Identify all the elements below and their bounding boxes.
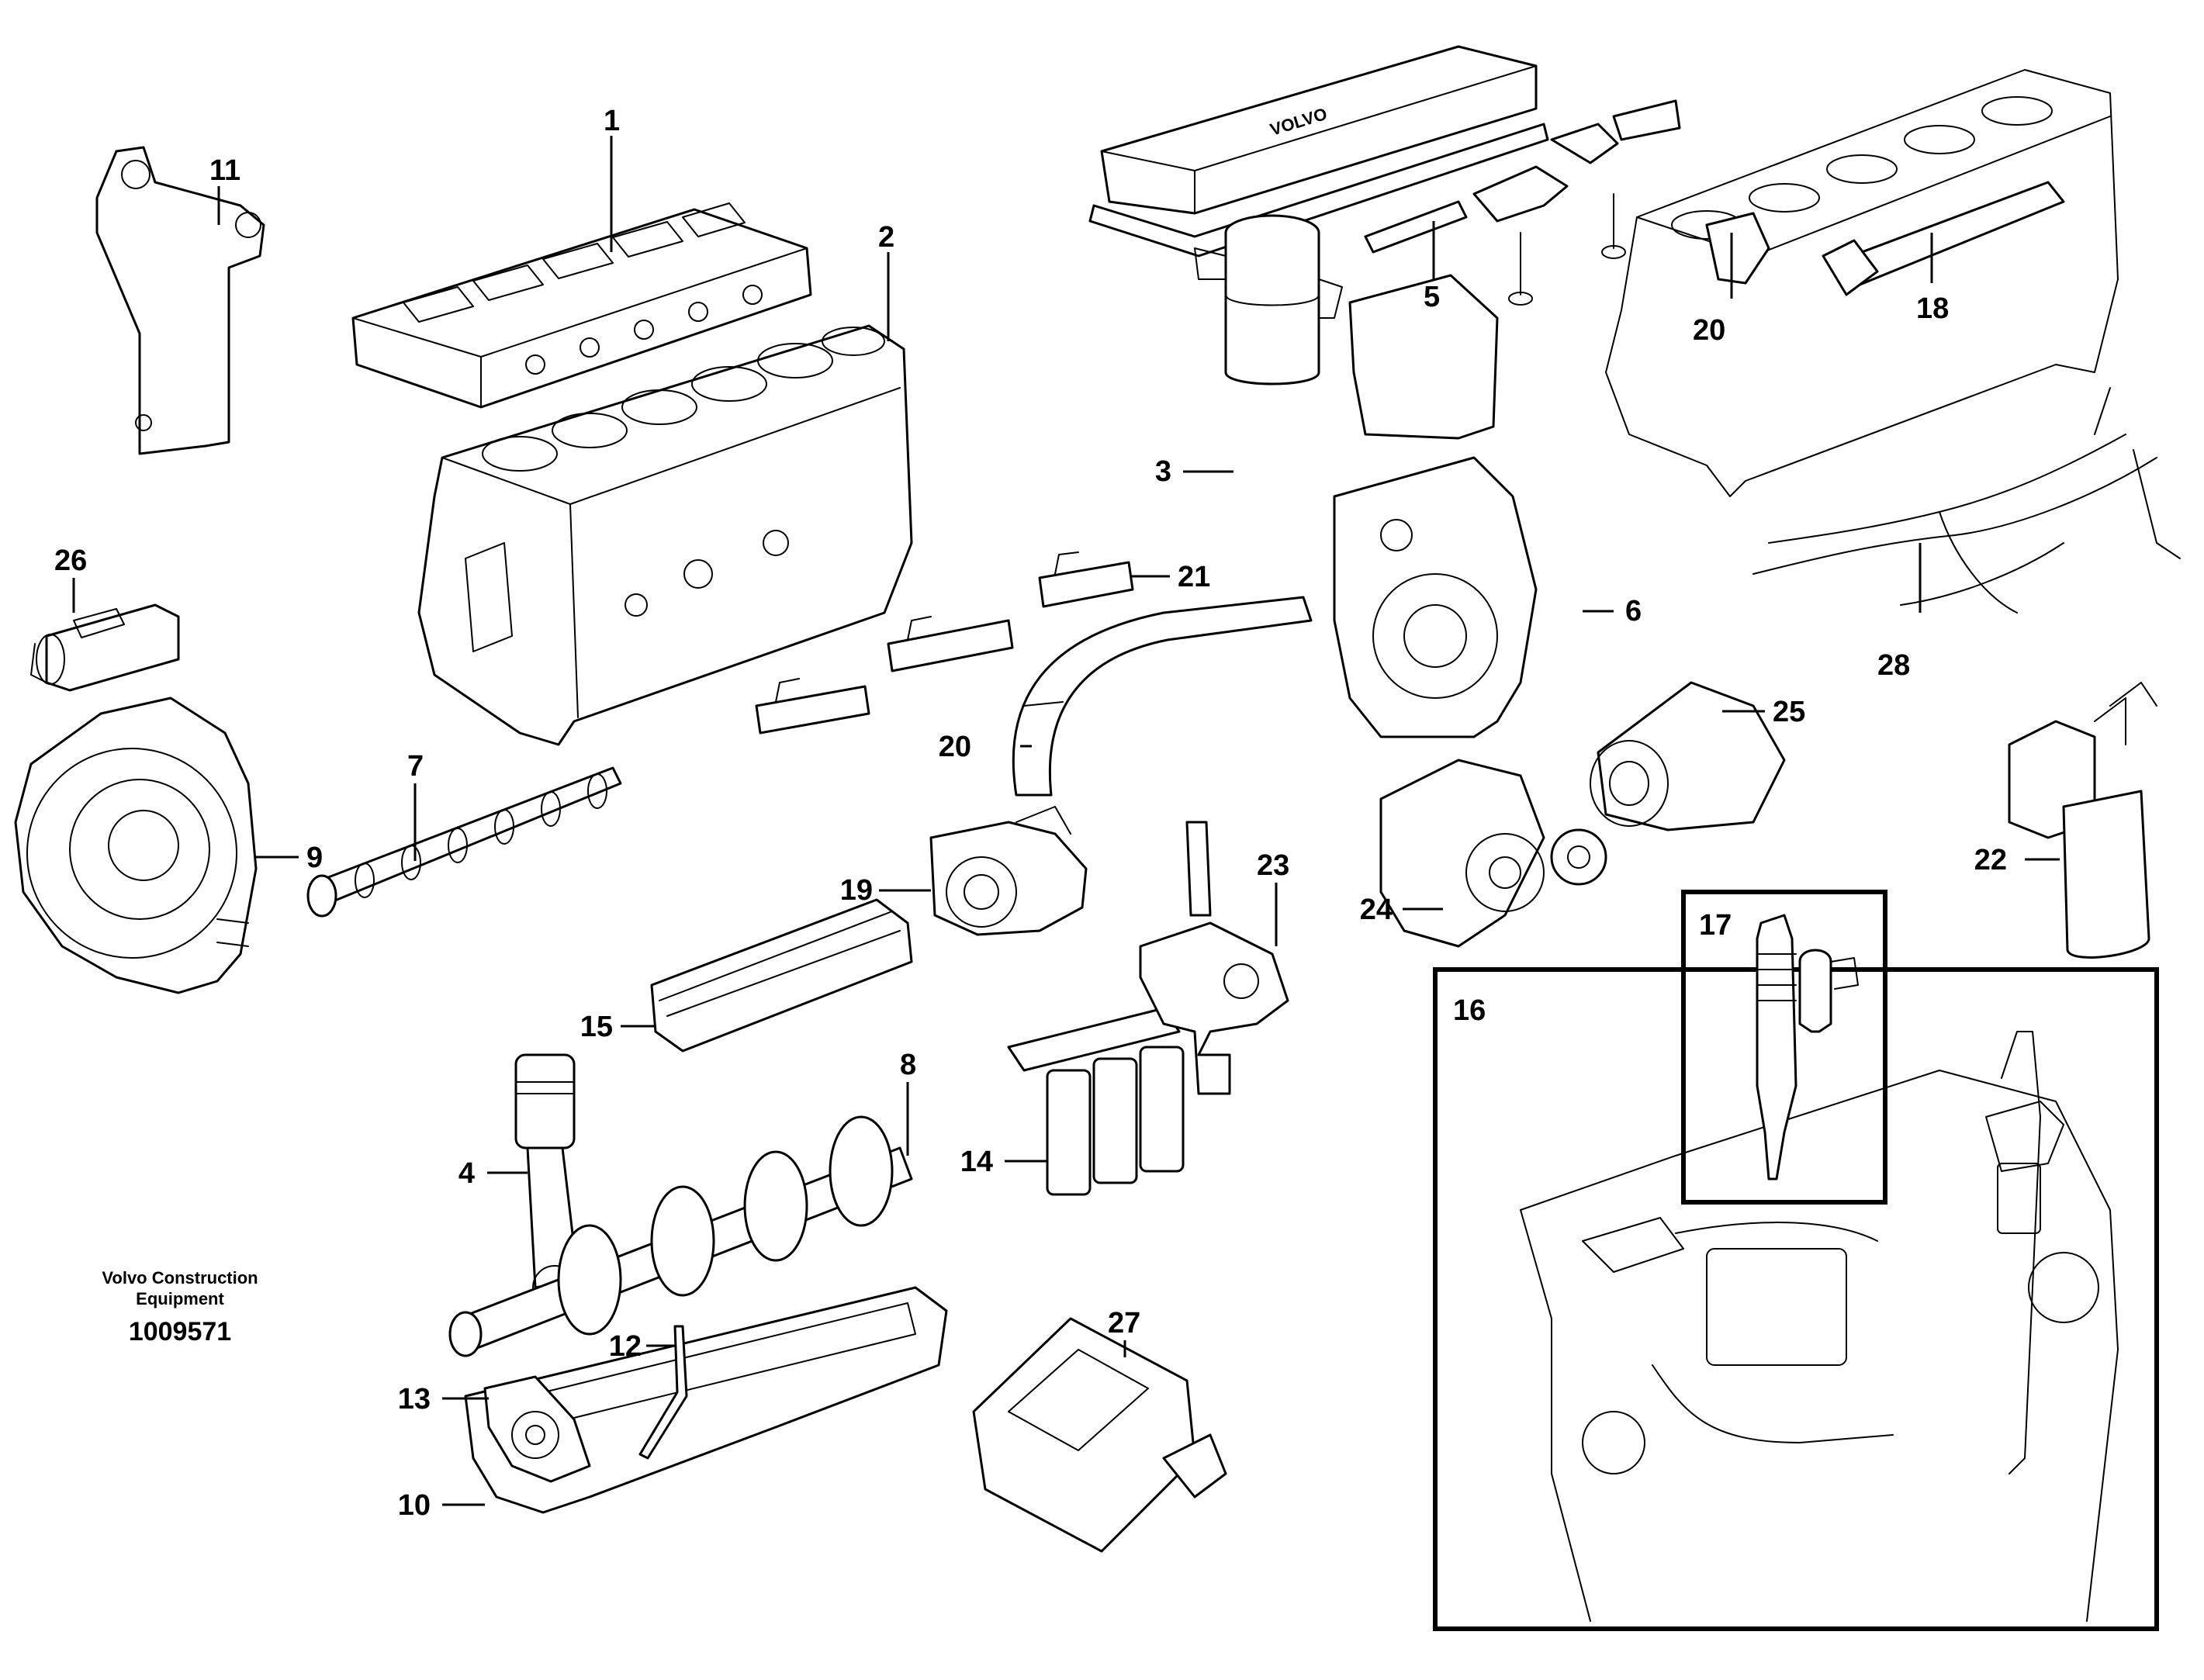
part-25-alternator [1590,681,1786,831]
part-7-camshaft [306,766,622,918]
callout-18: 18 [1916,292,1949,325]
part-6-timing-cover [1333,274,1538,738]
callout-16: 16 [1453,994,1486,1027]
callout-27: 27 [1108,1307,1140,1340]
callout-15: 15 [580,1011,613,1043]
part-13-oil-pump [483,1375,591,1483]
callout-23: 23 [1257,849,1289,882]
callout-2: 2 [878,221,894,254]
leader-lines [72,136,2060,1506]
callout-28: 28 [1877,649,1910,682]
callout-6: 6 [1625,595,1642,627]
part-8-crankshaft [448,1115,913,1357]
part-22-fuel-filter [2008,682,2157,959]
callout-19: 19 [840,874,873,907]
part-2-engine-block [417,324,913,746]
part-24-water-pump-belt [1379,759,1607,948]
part-15-oil-cooler [650,898,913,1053]
part-3-centrifugal-filter [1194,214,1343,385]
part-12-dipstick-tube [638,1325,688,1460]
brand-line-1: Volvo Construction [102,1268,258,1288]
callout-9: 9 [306,842,323,874]
callout-10: 10 [398,1489,431,1522]
part-18-intake-manifold [1822,181,2065,296]
part-9-flywheel-housing [14,697,258,994]
callout-5: 5 [1424,281,1440,313]
callout-20a: 20 [939,731,971,763]
part-5-rocker-shaft [1364,99,1681,306]
part-19-turbocharger [929,806,1088,936]
callout-17: 17 [1699,909,1732,942]
callout-11: 11 [209,154,240,187]
part-27-control-unit [972,1317,1227,1553]
callout-labels: 11 1 2 3 4 5 6 7 8 9 10 12 13 14 15 16 1… [54,105,2007,1522]
brand-line-2: Equipment [136,1289,224,1308]
callout-1: 1 [604,105,620,137]
callout-13: 13 [398,1383,431,1416]
callout-3: 3 [1155,455,1171,488]
callout-21: 21 [1178,561,1210,593]
document-number: 1009571 [129,1317,231,1346]
callout-4: 4 [458,1157,475,1190]
callout-8: 8 [900,1049,916,1081]
callout-24: 24 [1360,894,1393,926]
callout-7: 7 [407,750,424,783]
callout-22: 22 [1974,844,2007,876]
callout-26: 26 [54,544,87,577]
part-14-fuel-filter [1007,1007,1185,1196]
valve-cover-assembly: VOLVO [1088,45,1549,258]
part-20-intake-pipe [1012,596,1313,797]
callout-12: 12 [609,1330,642,1363]
part-17-inset [1681,890,1887,1205]
part-11-bracket [95,146,265,455]
part-26-starter-motor [30,603,180,692]
part-1-cylinder-head [351,202,812,409]
part-23-thermostat-housing [1139,821,1289,1095]
callout-25: 25 [1773,696,1805,728]
callout-20b: 20 [1693,314,1725,347]
part-28-wiring-harness [1752,387,2181,614]
brand-block: Volvo Construction Equipment 1009571 [102,1268,258,1346]
part-21-exhaust-manifold [755,551,1134,735]
callout-14: 14 [960,1146,993,1178]
part-20-air-duct [1705,212,1770,285]
